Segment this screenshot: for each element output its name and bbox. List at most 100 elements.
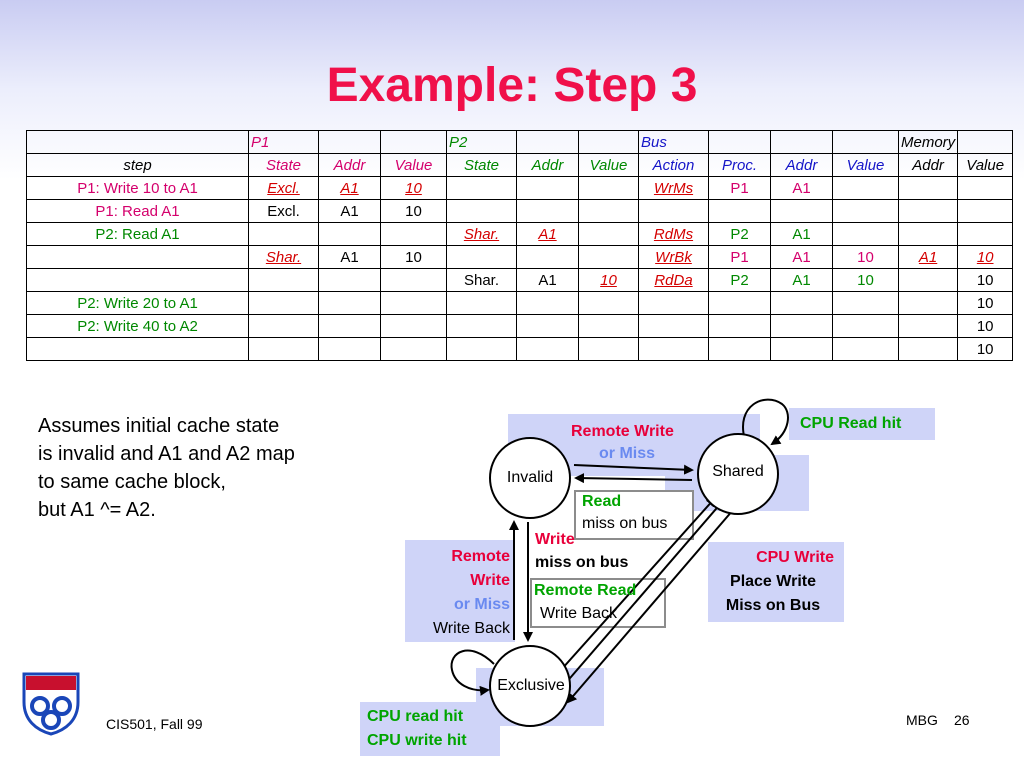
table-cell: 10 [380,199,447,223]
table-cell [516,314,579,338]
remote-write-top-label-1: Remote Write [571,423,674,440]
table-cell: 10 [380,176,447,200]
table-cell [446,245,517,269]
cpu-read-hit-exclusive-label: CPU read hit [367,708,464,725]
table-cell: Shar. [446,222,517,246]
assumption-line: to same cache block, [38,471,226,493]
table-cell [897,268,959,292]
slide-title: Example: Step 3 [326,59,698,112]
table-cell [638,337,709,361]
table-cell [446,291,517,315]
table-cell [957,176,1014,200]
table-cell [578,245,639,269]
table-cell: A1 [516,268,579,292]
table-cell: Proc. [708,153,771,177]
table-cell [516,337,579,361]
footer-course: CIS501, Fall 99 [106,716,203,732]
remote-left-label-2: Write [470,572,510,589]
table-cell: Bus [638,130,709,154]
cpu-write-label-3: Miss on Bus [725,597,821,614]
assumption-line: Assumes initial cache state [38,415,280,437]
table-cell: RdMs [638,222,709,246]
assumption-line: but A1 ^= A2. [38,499,156,521]
table-cell: P2: Write 40 to A2 [26,314,249,338]
table-cell [318,291,381,315]
table-cell: Value [832,153,899,177]
footer-page-number: 26 [954,712,970,728]
table-cell [770,199,833,223]
table-cell [897,314,959,338]
table-cell: State [446,153,517,177]
cpu-write-hit-exclusive-label: CPU write hit [367,732,467,749]
table-cell: RdDa [638,268,709,292]
read-miss-label: miss on bus [582,515,668,532]
table-cell [380,268,447,292]
table-cell: A1 [770,176,833,200]
table-cell [380,314,447,338]
table-cell: P1: Read A1 [26,199,249,223]
table-cell [708,199,771,223]
table-cell: Addr [318,153,381,177]
table-cell: Addr [897,153,959,177]
table-cell [638,314,709,338]
table-cell [446,199,517,223]
table-cell: P1 [248,130,319,154]
table-cell [897,199,959,223]
state-exclusive-label: Exclusive [497,677,565,694]
table-cell: A1 [770,222,833,246]
table-cell [708,337,771,361]
table-cell [638,291,709,315]
table-cell: A1 [516,222,579,246]
table-cell: A1 [318,176,381,200]
assumption-text: Assumes initial cache state is invalid a… [38,412,378,524]
table-cell [708,314,771,338]
state-shared-label: Shared [712,463,764,480]
table-cell: 10 [957,245,1014,269]
table-cell: State [248,153,319,177]
table-cell: Shar. [446,268,517,292]
remote-write-top-label-2: or Miss [599,445,656,462]
table-cell [248,222,319,246]
table-cell [708,291,771,315]
table-cell [578,130,639,154]
table-cell [770,314,833,338]
table-cell [516,176,579,200]
table-cell [832,291,899,315]
write-label: Write [535,531,575,548]
table-cell: 10 [578,268,639,292]
table-cell [318,130,381,154]
table-cell [26,337,249,361]
table-cell [318,337,381,361]
cpu-write-label-1: CPU Write [756,549,834,566]
table-cell [832,314,899,338]
table-cell: Memory [897,130,959,154]
remote-write-left-box [405,540,515,642]
remote-left-label-4: Write Back [432,620,510,637]
table-cell: Value [957,153,1014,177]
table-cell: 10 [832,268,899,292]
assumption-line: is invalid and A1 and A2 map [38,443,295,465]
table-cell: P1 [708,245,771,269]
table-cell [578,337,639,361]
table-cell [770,291,833,315]
table-cell: P2: Write 20 to A1 [26,291,249,315]
table-cell: 10 [832,245,899,269]
table-cell: A1 [770,245,833,269]
table-cell [380,291,447,315]
table-cell [832,337,899,361]
remote-left-label-3: or Miss [453,596,510,613]
table-cell [318,314,381,338]
table-cell: 10 [380,245,447,269]
table-cell [318,222,381,246]
table-cell: Excl. [248,176,319,200]
remote-left-label-1: Remote [451,548,510,565]
table-row: 10 [26,337,1014,361]
table-cell: P2 [708,268,771,292]
